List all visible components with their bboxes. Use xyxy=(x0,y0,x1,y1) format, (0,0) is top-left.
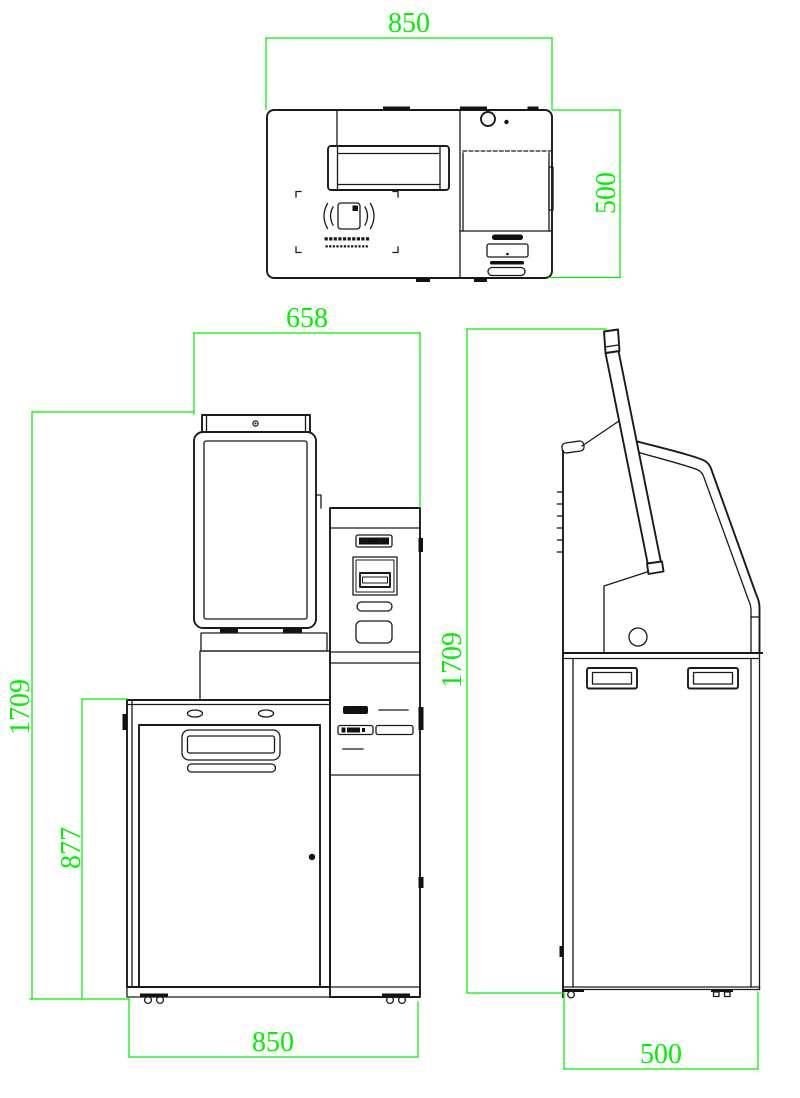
dim-front-head-width-label: 658 xyxy=(286,303,328,334)
display-head xyxy=(193,414,331,701)
camera-dot-icon xyxy=(252,420,259,427)
side-handle xyxy=(687,667,739,690)
service-tower xyxy=(329,507,424,998)
hinge-tab xyxy=(418,538,423,552)
contactless-card-icon xyxy=(323,202,375,230)
dim-front-head-width: 658 xyxy=(193,303,421,507)
indicator-dot xyxy=(504,119,509,125)
caster-feet xyxy=(564,989,733,999)
edge-tab xyxy=(474,278,487,282)
door-handle xyxy=(181,729,281,761)
screen-bezel xyxy=(193,431,317,629)
top-slot xyxy=(327,109,450,191)
dim-top-width: 850 xyxy=(265,8,553,110)
vent-slot xyxy=(257,709,275,718)
side-handle xyxy=(586,667,638,690)
keyhole-icon xyxy=(308,853,316,861)
side-view: 1709 500 xyxy=(437,328,763,1070)
lower-cabinet xyxy=(122,699,421,1005)
cabinet-side xyxy=(559,652,763,999)
edge-tab xyxy=(460,106,487,110)
screen-base-plate xyxy=(200,632,328,652)
speaker-grille-icon xyxy=(628,627,648,647)
corner-marks xyxy=(295,190,399,254)
edge-ticks xyxy=(556,491,564,553)
dim-top-width-label: 850 xyxy=(388,8,430,39)
card-dispenser-stack xyxy=(486,234,529,277)
hinge-tab xyxy=(122,714,127,730)
top-view: ▪▪▪▪▪▪▪▪▪▪ ▪▪▪▪▪▪▪▪▪▪▪▪ 850 500 xyxy=(265,8,622,282)
intercom-pad xyxy=(355,620,393,644)
dim-side-depth: 500 xyxy=(563,991,759,1070)
caster-feet xyxy=(140,993,410,1005)
printer-bay xyxy=(459,152,554,232)
card-reader-slot xyxy=(355,534,393,548)
dim-side-total-height-label: 1709 xyxy=(437,632,468,688)
top-front-cap xyxy=(561,440,585,454)
dim-top-depth-label: 500 xyxy=(591,172,622,214)
edge-tab xyxy=(383,106,410,110)
dim-front-total-height-label: 1709 xyxy=(5,679,36,735)
hinge-tab xyxy=(559,946,564,957)
screen-panel xyxy=(203,440,308,620)
top-view-body xyxy=(266,109,553,279)
edge-tab xyxy=(416,278,430,282)
nfc-caption-row2: ▪▪▪▪▪▪▪▪▪▪▪▪ xyxy=(325,245,369,250)
vent-slot xyxy=(186,709,204,718)
dim-front-cabinet-height-label: 877 xyxy=(56,827,87,869)
dim-front-total-height: 1709 xyxy=(5,411,195,1000)
dim-front-base-width-label: 850 xyxy=(252,1027,294,1058)
dim-side-total-height: 1709 xyxy=(437,328,607,994)
front-view: 658 1709 877 850 xyxy=(5,303,424,1058)
top-camera-hole xyxy=(480,111,496,127)
dim-front-base-width: 850 xyxy=(128,998,419,1058)
neck-step xyxy=(315,494,322,509)
dim-front-cabinet-height: 877 xyxy=(56,698,128,1000)
receipt-printer-unit xyxy=(352,556,398,596)
hinge-tab xyxy=(418,877,424,888)
nfc-caption-row1: ▪▪▪▪▪▪▪▪▪▪ xyxy=(324,235,370,243)
dim-side-depth-label: 500 xyxy=(640,1039,682,1070)
edge-tab xyxy=(527,106,539,110)
hinge-tab xyxy=(418,707,424,730)
pedestal xyxy=(199,650,331,701)
handle-slot xyxy=(186,763,277,773)
base-strip xyxy=(126,986,421,998)
display-edge xyxy=(603,328,665,575)
hood-profile xyxy=(556,420,761,998)
cash-module-slots xyxy=(337,706,414,750)
coin-slot xyxy=(356,601,393,612)
dim-top-depth: 500 xyxy=(548,109,622,279)
